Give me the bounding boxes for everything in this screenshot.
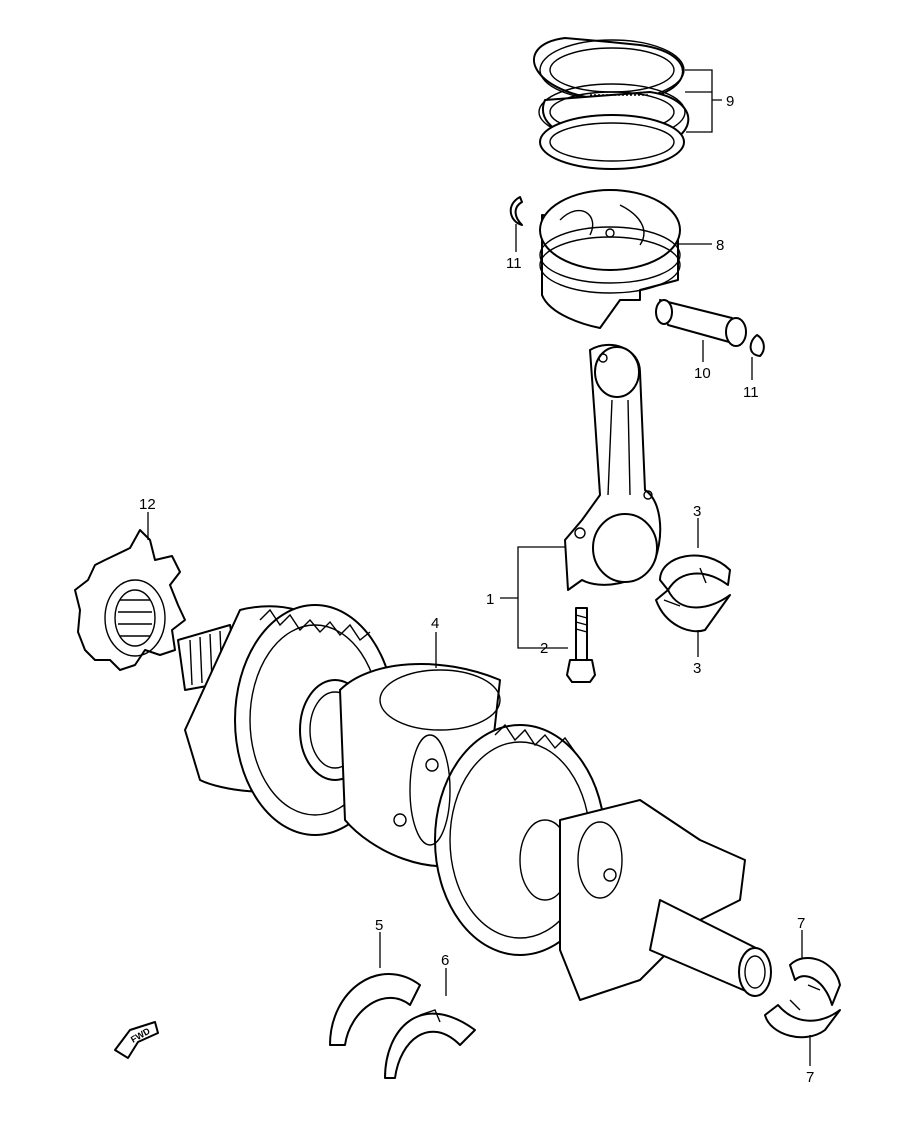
crankshaft-main-bearings	[764, 956, 841, 1039]
callout-7-bottom: 7	[806, 1069, 814, 1086]
callout-5: 5	[375, 917, 383, 934]
cam-drive-sprocket	[74, 529, 186, 671]
piston-rings	[533, 37, 690, 170]
thrust-washers	[329, 973, 476, 1079]
crankshaft	[177, 604, 772, 1001]
connecting-rod	[564, 344, 662, 591]
callout-4: 4	[431, 615, 439, 632]
conrod-bearings	[655, 554, 731, 633]
conrod-bolt	[566, 607, 596, 683]
callout-11-right: 11	[743, 384, 759, 401]
callout-10: 10	[694, 365, 711, 382]
callout-12: 12	[139, 496, 156, 513]
callout-labels: 9 8 11 10 11 12 3 1 4 2 3 7 5 6 7	[139, 93, 814, 1086]
piston-pin	[655, 299, 747, 347]
callout-7-top: 7	[797, 915, 805, 932]
callout-9: 9	[726, 93, 734, 110]
callout-6: 6	[441, 952, 449, 969]
callout-11-left: 11	[506, 255, 522, 272]
piston	[539, 189, 681, 329]
callout-3-bottom: 3	[693, 660, 701, 677]
forward-direction-arrow-icon: FWD	[114, 1021, 159, 1059]
callout-1: 1	[486, 591, 494, 608]
callout-8: 8	[716, 237, 724, 254]
piston-pin-circlips	[509, 196, 765, 357]
callout-2: 2	[540, 640, 548, 657]
callout-3-top: 3	[693, 503, 701, 520]
leader-lines	[147, 69, 811, 1066]
